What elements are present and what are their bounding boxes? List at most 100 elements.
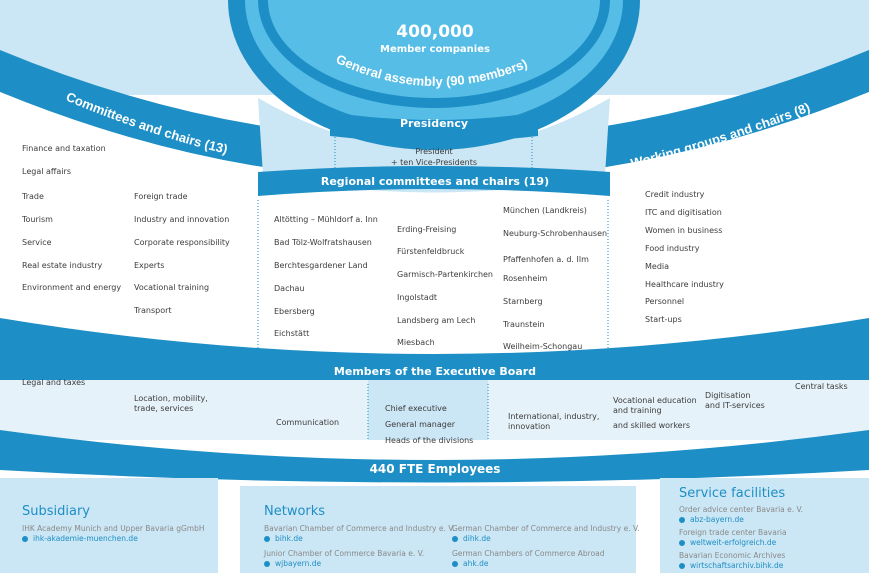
committee-item: Service	[22, 238, 52, 247]
service-title: Service facilities	[679, 486, 786, 501]
presidency-band	[330, 112, 538, 142]
board-band	[0, 360, 869, 380]
working-item: Media	[645, 262, 670, 271]
board-location-1: Location, mobility,	[134, 394, 208, 403]
link-icon	[452, 536, 458, 542]
board-vocational-2: and training	[613, 406, 662, 415]
regional-item: Miesbach	[397, 338, 435, 347]
committee-item: Real estate industry	[22, 261, 103, 270]
service-box	[660, 478, 869, 573]
regional-item: Eichstätt	[274, 329, 310, 338]
regional-item: Weilheim-Schongau	[503, 342, 583, 351]
network-name: German Chambers of Commerce Abroad	[452, 549, 605, 558]
presidency-line1: President	[415, 147, 453, 156]
employees-band	[0, 430, 869, 483]
working-item: Start-ups	[645, 315, 682, 324]
board-location-2: trade, services	[134, 404, 194, 413]
committee-item: Corporate responsibility	[134, 238, 230, 247]
networks-title: Networks	[264, 504, 326, 519]
board-legal: Legal and taxes	[22, 378, 86, 387]
service-link[interactable]: abz-bayern.de	[679, 514, 744, 525]
subsidiary-name: IHK Academy Munich and Upper Bavaria gGm…	[22, 524, 205, 533]
regional-item: Bad Tölz-Wolfratshausen	[274, 238, 372, 247]
committee-item: Experts	[134, 261, 165, 270]
link-icon	[679, 540, 685, 546]
committee-item: Vocational training	[134, 283, 210, 292]
working-item: Women in business	[645, 226, 723, 235]
network-link[interactable]: ahk.de	[452, 558, 488, 569]
board-chief-1: Chief executive	[385, 404, 447, 413]
member-label: Member companies	[380, 44, 490, 55]
service-link[interactable]: weltweit-erfolgreich.de	[679, 537, 776, 548]
committee-item: Tourism	[22, 215, 53, 224]
chief-area	[368, 380, 488, 440]
link-icon	[452, 561, 458, 567]
regional-item: Berchtesgardener Land	[274, 261, 368, 270]
presidency-title: Presidency	[399, 117, 469, 130]
regional-item: Garmisch-Partenkirchen	[397, 270, 494, 279]
upper-white-area	[0, 92, 869, 320]
working-item: Personnel	[645, 297, 685, 306]
service-link[interactable]: wirtschaftsarchiv.bihk.de	[679, 560, 783, 571]
board-vocational-3: and skilled workers	[613, 421, 691, 430]
member-count: 400,000	[396, 22, 474, 42]
board-chief-3: Heads of the divisions	[385, 436, 474, 445]
members-core	[268, 0, 600, 98]
board-chief-2: General manager	[385, 420, 456, 429]
presidency-line2: + ten Vice-Presidents	[390, 158, 478, 167]
subsidiary-box	[0, 478, 218, 573]
regional-band	[258, 166, 610, 196]
committee-item: Legal affairs	[22, 167, 71, 176]
network-name: Bavarian Chamber of Commerce and Industr…	[264, 524, 455, 533]
committee-item: Transport	[134, 306, 172, 315]
regional-title: Regional committees and chairs (19)	[320, 175, 550, 188]
regional-item: Fürstenfeldbruck	[397, 247, 465, 256]
committee-item: Finance and taxation	[22, 144, 106, 153]
committee-item: Trade	[22, 192, 44, 201]
network-name: Junior Chamber of Commerce Bavaria e. V.	[264, 549, 425, 558]
regional-item: Ebersberg	[274, 307, 315, 316]
link-icon	[264, 561, 270, 567]
regional-item: Neuburg-Schrobenhausen	[503, 229, 608, 238]
link-icon	[264, 536, 270, 542]
network-link[interactable]: dihk.de	[452, 533, 491, 544]
network-link[interactable]: bihk.de	[264, 533, 303, 544]
regional-item: Rosenheim	[503, 274, 548, 283]
regional-item: München (Landkreis)	[503, 206, 587, 215]
upper-arc-band	[0, 50, 869, 181]
working-item: Food industry	[645, 244, 700, 253]
separators	[257, 128, 609, 440]
committee-item: Industry and innovation	[134, 215, 230, 224]
employees-title: 440 FTE Employees	[369, 462, 501, 476]
working-item: Credit industry	[645, 190, 705, 199]
board-central: Central tasks	[795, 382, 848, 391]
regional-item: Traunstein	[503, 320, 545, 329]
regional-item: Starnberg	[503, 297, 543, 306]
board-international-1: International, industry,	[508, 412, 600, 421]
subsidiary-link[interactable]: ihk-akademie-muenchen.de	[22, 533, 138, 544]
board-digitisation-2: and IT-services	[705, 401, 765, 410]
regional-item: Landsberg am Lech	[397, 316, 476, 325]
regional-item: Altötting – Mühldorf a. Inn	[274, 215, 378, 224]
networks-box	[240, 486, 636, 573]
link-icon	[679, 563, 685, 569]
service-name: Bavarian Economic Archives	[679, 551, 786, 560]
link-icon	[22, 536, 28, 542]
subsidiary-title: Subsidiary	[22, 504, 90, 519]
service-name: Order advice center Bavaria e. V.	[679, 505, 804, 514]
regional-item: Pfaffenhofen a. d. Ilm	[503, 255, 589, 264]
network-name: German Chamber of Commerce and Industry …	[452, 524, 640, 533]
board-communication: Communication	[276, 418, 340, 427]
committee-item: Environment and energy	[22, 283, 122, 292]
working-item: ITC and digitisation	[645, 208, 722, 217]
network-link[interactable]: wjbayern.de	[264, 558, 321, 569]
board-digitisation-1: Digitisation	[705, 391, 751, 400]
link-icon	[679, 517, 685, 523]
working-item: Healthcare industry	[645, 280, 724, 289]
regional-item: Ingolstadt	[397, 293, 438, 302]
regional-item: Dachau	[274, 284, 305, 293]
service-name: Foreign trade center Bavaria	[679, 528, 787, 537]
board-international-2: innovation	[508, 422, 551, 431]
committee-item: Foreign trade	[134, 192, 188, 201]
